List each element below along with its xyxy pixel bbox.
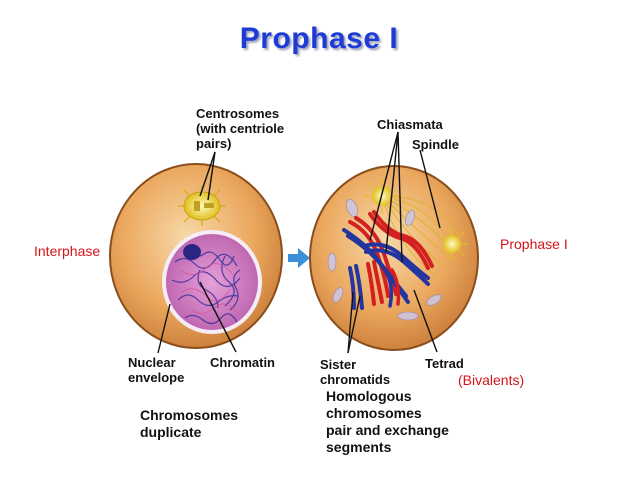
nuclear-envelope-fragments [327, 198, 442, 321]
chiasmata-label: Chiasmata [377, 117, 443, 132]
prophase-caption: Homologous chromosomes pair and exchange… [326, 388, 449, 455]
prophase-i-label: Prophase I [500, 236, 568, 252]
chromatin-label: Chromatin [210, 355, 275, 370]
tetrad-label: Tetrad [425, 356, 464, 371]
interphase-caption: Chromosomes duplicate [140, 407, 239, 440]
nuclear-envelope-label: Nuclear envelope [128, 355, 185, 385]
prophase-cell [309, 165, 479, 351]
centrosome-pole-right [443, 229, 468, 259]
homologous-chromosomes [342, 210, 434, 310]
leader-lines [157, 131, 441, 354]
centrosomes-label: Centrosomes (with centriole pairs) [196, 106, 285, 151]
transition-arrow [288, 248, 310, 268]
bivalents-label: (Bivalents) [458, 372, 525, 388]
interphase-label: Interphase [34, 243, 101, 259]
page-title: Prophase I [239, 22, 399, 55]
sister-chromatids-label: Sister chromatids [320, 357, 391, 387]
interphase-cell [109, 163, 283, 349]
centrosome-left [178, 186, 226, 226]
nucleolus [183, 244, 201, 260]
spindle-label: Spindle [412, 137, 459, 152]
